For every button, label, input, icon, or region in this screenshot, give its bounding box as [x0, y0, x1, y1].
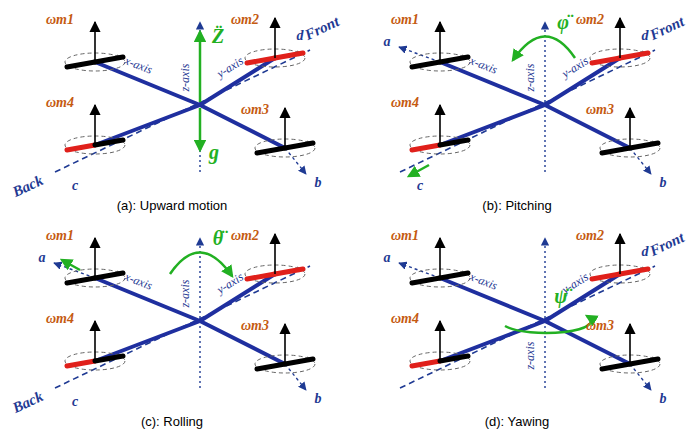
rotor-speed-label: ωm2 [576, 228, 604, 243]
quadcopter-panel [54, 234, 315, 390]
direction-letter: b [315, 391, 322, 406]
direction-label: Front [647, 13, 686, 43]
rotor [410, 105, 470, 154]
motion-arrow [505, 316, 591, 333]
rotor-speed-label: ωm1 [46, 228, 74, 243]
motion-arrow [200, 32, 201, 150]
direction-letter: b [660, 391, 667, 406]
z-axis-line [544, 238, 545, 388]
gravity-symbol: g [209, 141, 219, 163]
panel-caption: (b): Pitching [482, 199, 551, 213]
a-axis [399, 263, 440, 278]
rotor-speed-label: ωm4 [46, 95, 74, 110]
rotor-speed-label: ωm3 [241, 102, 269, 117]
frame-arm [95, 58, 275, 145]
panel-caption: (c): Rolling [141, 415, 203, 429]
direction-letter: a [39, 250, 46, 265]
rotor-speed-label: ωm2 [231, 12, 259, 27]
acceleration-symbol: φ̈ [557, 11, 569, 33]
direction-letter: a [384, 250, 391, 265]
b-axis [630, 148, 651, 174]
rotor [410, 238, 470, 287]
direction-label: Front [302, 13, 341, 43]
direction-letter: b [315, 175, 322, 190]
frame-arm [440, 58, 620, 145]
direction-label: Front [647, 229, 686, 259]
z-axis-line [199, 22, 200, 172]
rotor [65, 22, 125, 71]
rotor-speed-label: ωm3 [241, 318, 269, 333]
z-axis-line [199, 238, 200, 388]
panel-caption: (d): Yawing [485, 415, 550, 429]
rotor [65, 238, 125, 287]
a-axis [399, 47, 440, 62]
a-axis [54, 263, 95, 278]
rotor-speed-label: ωm2 [231, 228, 259, 243]
rotor [410, 321, 470, 370]
b-axis [630, 364, 651, 390]
axis-label: z-axis [524, 342, 537, 370]
quadcopter-panel [399, 234, 660, 390]
rotor-speed-label: ωm1 [391, 12, 419, 27]
quadcopter-panel [55, 18, 315, 174]
rotor [410, 22, 470, 71]
direction-letter: b [660, 175, 667, 190]
direction-label: Back [10, 172, 46, 200]
rotor [65, 321, 125, 370]
rotor-speed-label: ωm1 [391, 228, 419, 243]
motion-arrow [409, 36, 575, 176]
quadcopter-panel [399, 18, 660, 176]
axis-label: z-axis [179, 64, 192, 92]
axis-label: z-axis [524, 64, 537, 92]
motion-arrow [62, 252, 232, 276]
rotor [65, 105, 125, 154]
rotor-speed-label: ωm4 [391, 95, 419, 110]
acceleration-symbol: Z̈ [212, 25, 224, 47]
rotor-speed-label: ωm4 [46, 311, 74, 326]
acceleration-symbol: ψ̈ [554, 285, 567, 307]
z-axis-line [544, 22, 545, 172]
direction-letter: c [417, 178, 423, 193]
front-back-axis [400, 266, 655, 388]
rotor-speed-label: ωm2 [576, 12, 604, 27]
b-axis [285, 364, 306, 390]
rotor-speed-label: ωm3 [586, 318, 614, 333]
rotor-speed-label: ωm3 [586, 102, 614, 117]
b-axis [285, 148, 306, 174]
panel-caption: (a): Upward motion [117, 199, 228, 213]
front-back-axis [55, 50, 310, 172]
direction-letter: a [384, 34, 391, 49]
direction-label: Back [10, 388, 46, 416]
direction-letter: c [72, 178, 78, 193]
front-back-axis [400, 50, 655, 172]
frame-arm [95, 274, 275, 361]
axis-label: z-axis [179, 280, 192, 308]
rotor-speed-label: ωm1 [46, 12, 74, 27]
front-back-axis [55, 266, 310, 388]
acceleration-symbol: θ̈ [213, 227, 223, 249]
rotor-speed-label: ωm4 [391, 311, 419, 326]
direction-letter: c [72, 394, 78, 409]
